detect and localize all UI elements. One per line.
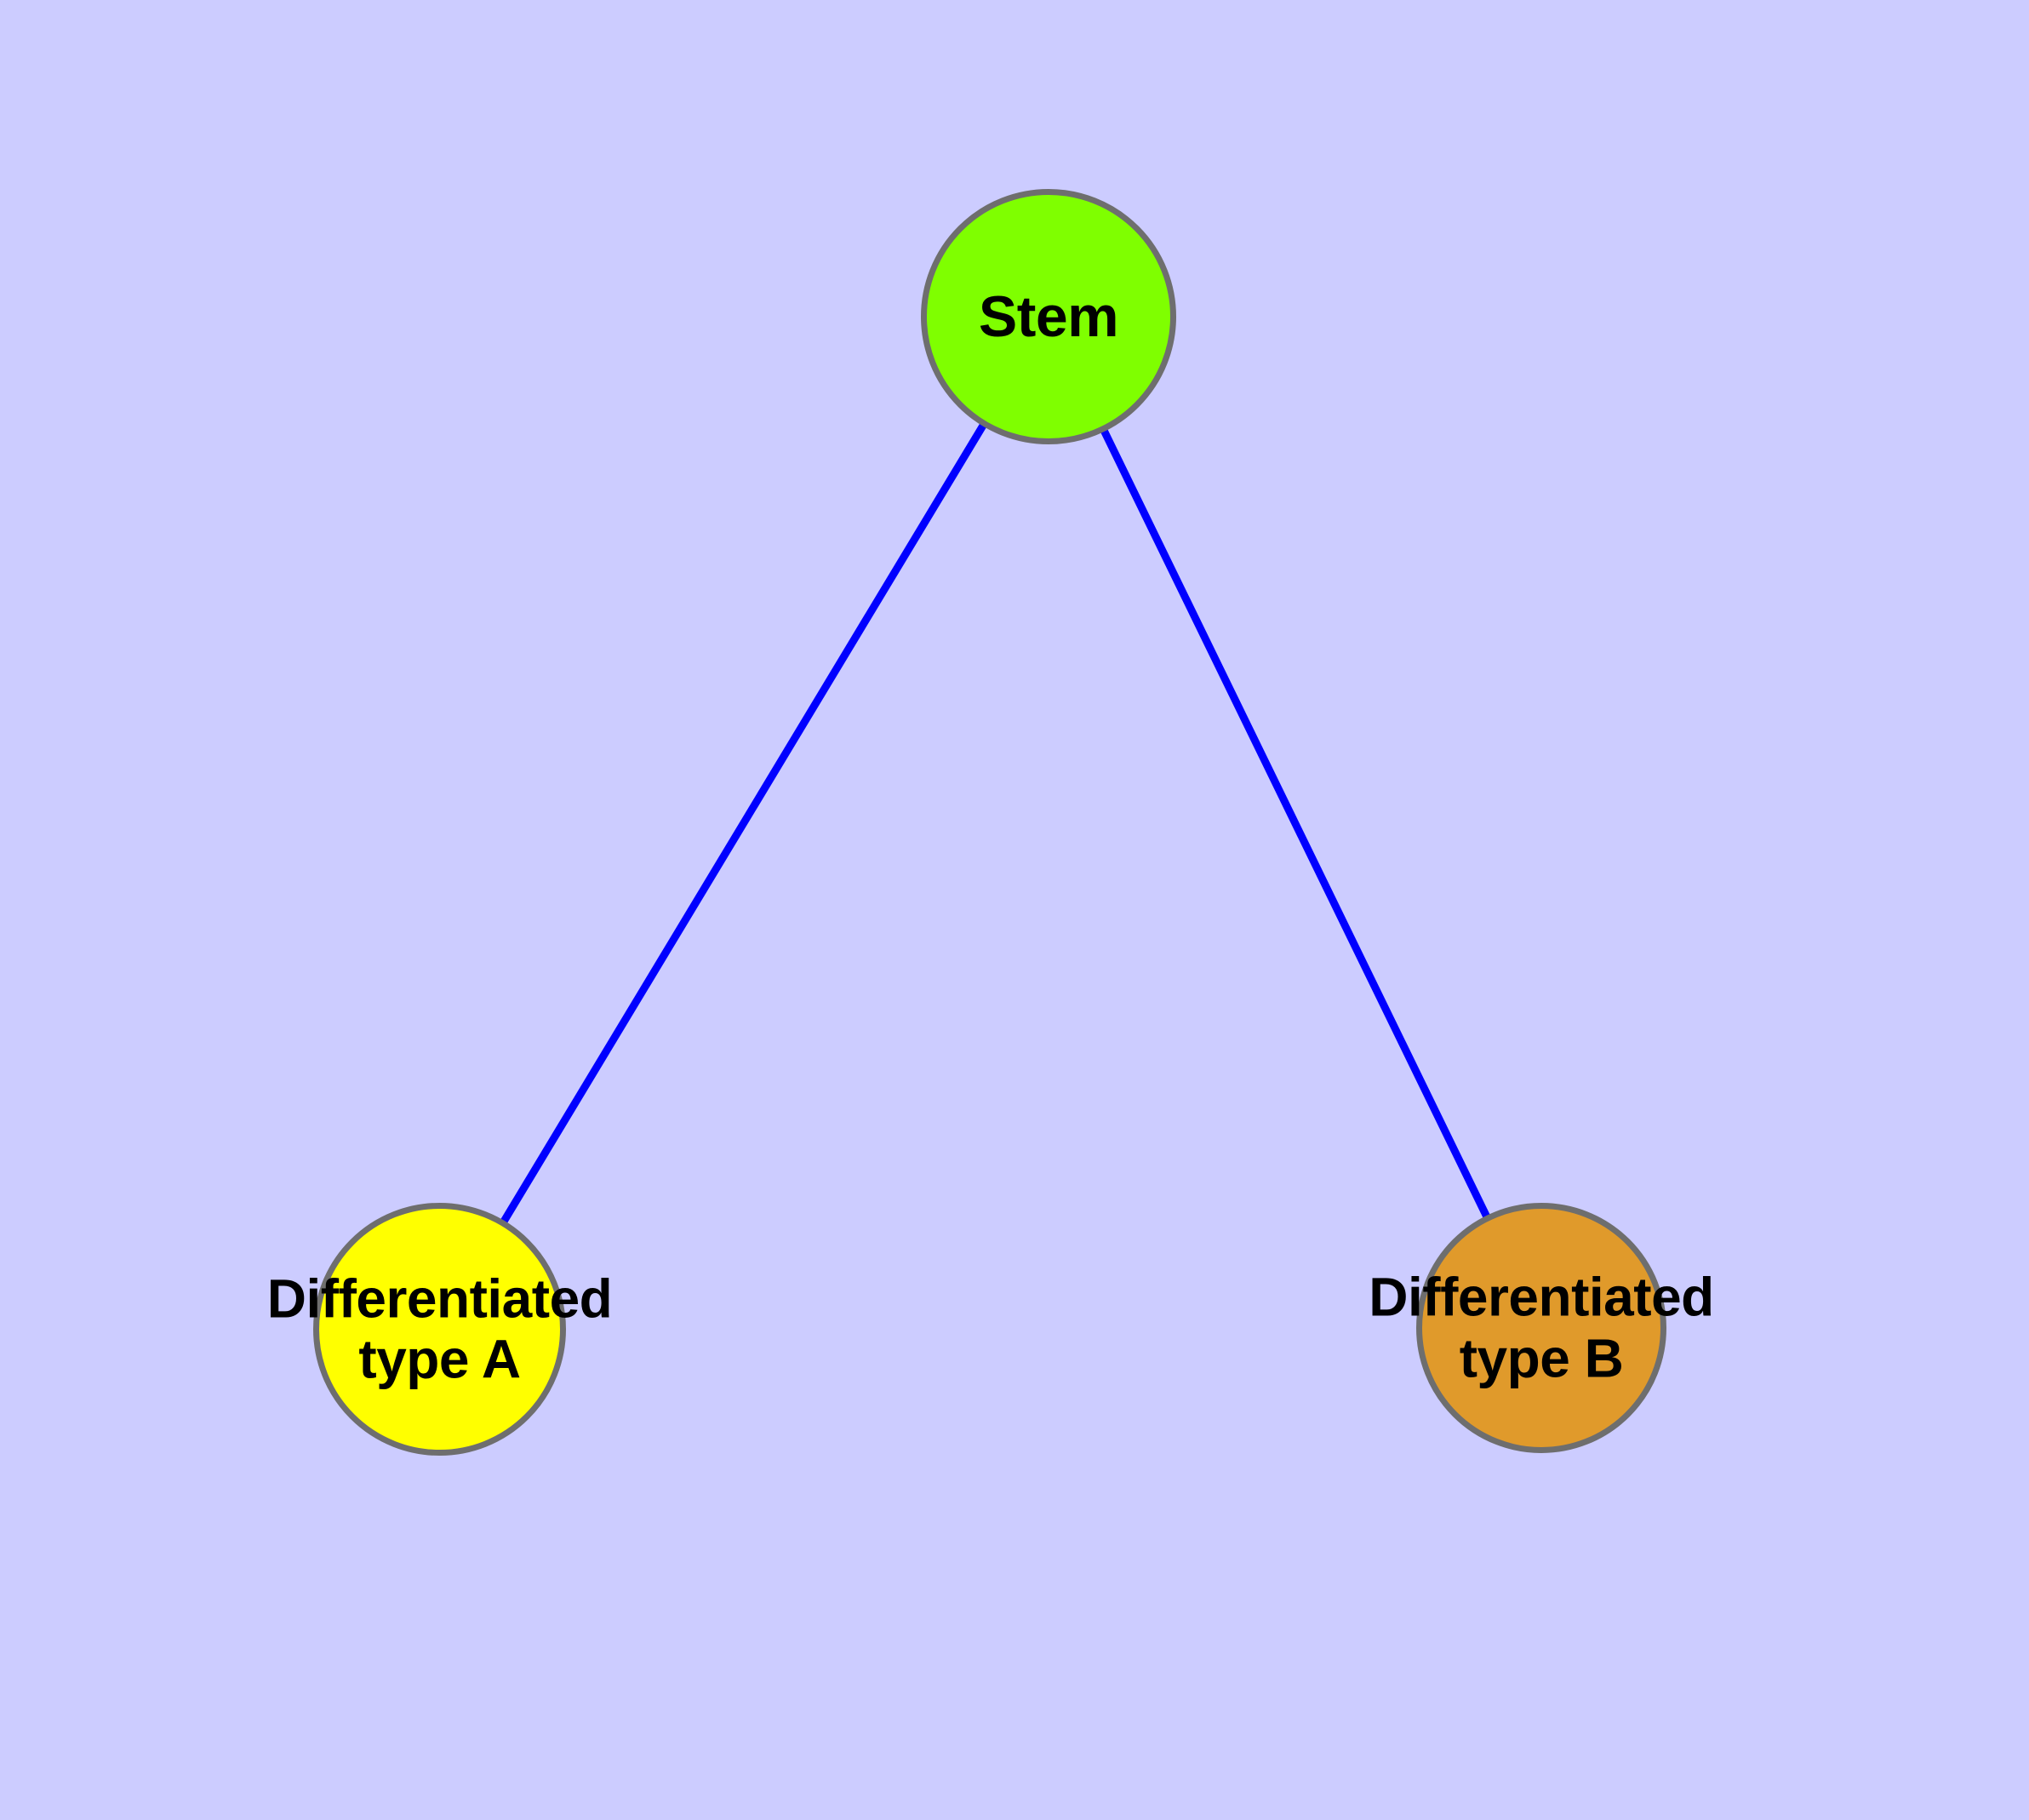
edge-stem-to-differentiated-type-a — [436, 314, 1052, 1331]
node-label-stem: Stem — [978, 283, 1119, 349]
edge-stem-to-differentiated-type-b — [1044, 315, 1546, 1331]
node-stem[interactable]: Stem — [921, 189, 1176, 444]
node-differentiated-type-b[interactable]: Differentiated type B — [1369, 1203, 1714, 1453]
node-differentiated-type-a[interactable]: Differentiated type A — [267, 1203, 613, 1456]
